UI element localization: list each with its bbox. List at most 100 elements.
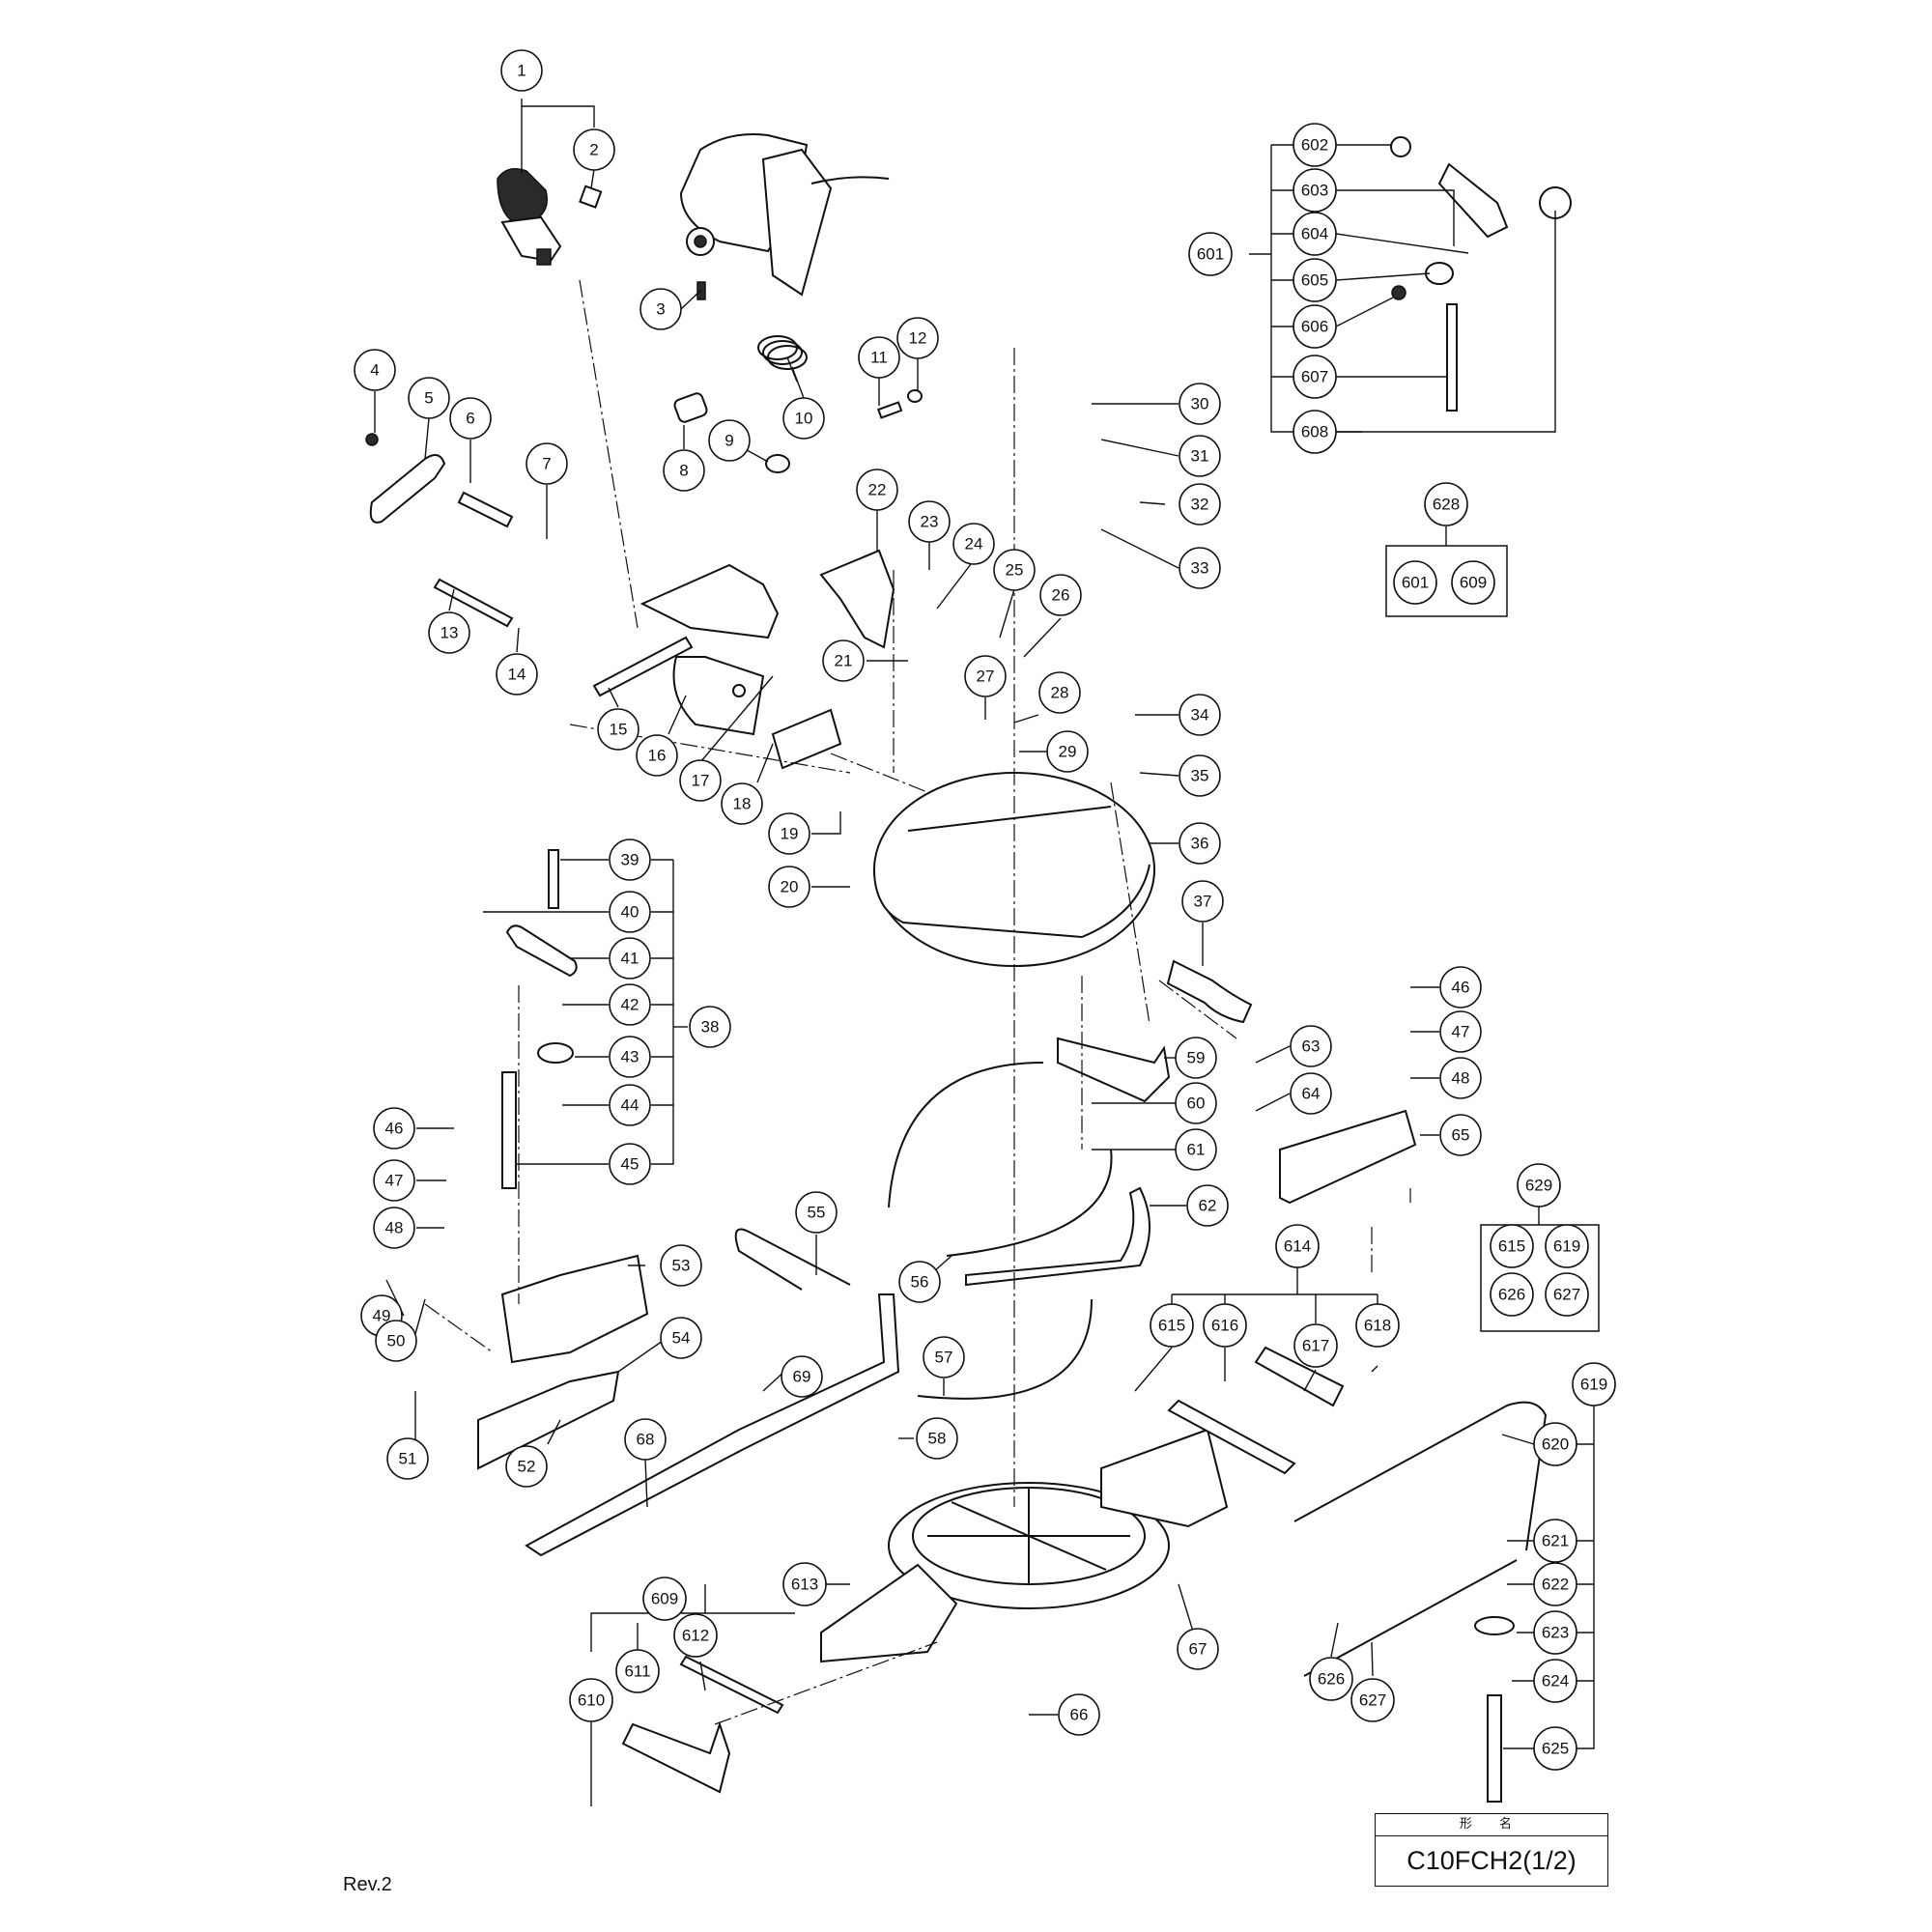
callout-number: 4 [370,361,379,380]
callout-30: 30 [1179,383,1221,425]
lever-603-part [1437,162,1509,239]
callout-68: 68 [624,1418,667,1461]
callout-number: 12 [909,329,927,348]
callout-number: 46 [1452,979,1470,997]
callout-number: 63 [1302,1037,1321,1056]
model-number: C10FCH2(1/2) [1406,1846,1577,1875]
callout-608: 608 [1293,410,1337,454]
callout-number: 1 [517,62,526,80]
callout-48-right: 48 [1439,1057,1482,1099]
callout-10: 10 [782,397,825,440]
callout-number: 615 [1498,1237,1525,1256]
callout-number: 52 [518,1458,536,1476]
callout-number: 33 [1191,559,1209,578]
callout-number: 618 [1364,1317,1391,1335]
callout-number: 14 [508,666,526,684]
callout-29: 29 [1046,730,1089,773]
set-629-item-626: 626 [1490,1272,1534,1317]
callout-number: 606 [1301,318,1328,336]
washer-43-part [537,1042,574,1064]
callout-64: 64 [1290,1072,1332,1115]
callout-number: 46 [385,1120,404,1138]
callout-62: 62 [1186,1184,1229,1227]
callout-number: 38 [701,1018,720,1037]
knob-part [1166,959,1253,1024]
callout-615: 615 [1150,1303,1194,1348]
callout-number: 32 [1191,496,1209,514]
callout-number: 624 [1542,1672,1569,1690]
callout-number: 68 [637,1431,655,1449]
callout-number: 609 [651,1590,678,1608]
handle-housing-part [679,133,890,297]
callout-56: 56 [898,1261,941,1303]
callout-number: 34 [1191,706,1209,724]
callout-number: 51 [399,1450,417,1468]
callout-number: 609 [1460,574,1487,592]
callout-number: 10 [795,410,813,428]
callout-605: 605 [1293,258,1337,302]
callout-number: 39 [621,851,639,869]
callout-18: 18 [721,782,763,825]
rod-607-part [1446,303,1458,412]
bolt-4-part [365,433,379,446]
callout-5: 5 [408,377,450,419]
callout-613: 613 [782,1562,827,1606]
callout-number: 41 [621,950,639,968]
callout-number: 626 [1498,1286,1525,1304]
set-629-item-619: 619 [1545,1224,1589,1268]
callout-number: 25 [1006,561,1024,580]
callout-number: 24 [965,535,983,554]
callout-8: 8 [663,449,705,492]
callout-612: 612 [673,1613,718,1658]
callout-number: 54 [672,1329,691,1348]
set-629-item-615: 615 [1490,1224,1534,1268]
callout-621: 621 [1533,1519,1577,1563]
callout-24: 24 [952,523,995,565]
set-629-item-627: 627 [1545,1272,1589,1317]
callout-11: 11 [858,336,900,379]
callout-number: 614 [1284,1237,1311,1256]
callout-number: 61 [1187,1141,1206,1159]
callout-number: 29 [1059,743,1077,761]
arm-41-part [505,924,578,978]
callout-622: 622 [1533,1562,1577,1606]
stopper-611-part [621,1720,731,1794]
callout-610: 610 [569,1678,613,1722]
spring-56b-part [946,1149,1113,1257]
callout-44: 44 [609,1084,651,1126]
callout-26: 26 [1039,574,1082,616]
callout-13: 13 [428,611,470,654]
callout-46-right: 46 [1439,966,1482,1009]
callout-2: 2 [573,128,615,171]
callout-number: 30 [1191,395,1209,413]
screw-39-part [548,849,559,909]
callout-number: 60 [1187,1094,1206,1113]
callout-27: 27 [964,655,1007,697]
callout-number: 629 [1525,1177,1552,1195]
callout-number: 612 [682,1627,709,1645]
lever-part [369,454,446,524]
bolt-625-part [1487,1694,1502,1803]
callout-number: 56 [911,1273,929,1292]
lever-68-part [525,1293,900,1557]
callout-number: 55 [808,1204,826,1222]
callout-34: 34 [1179,694,1221,736]
callout-15: 15 [597,708,639,751]
handle-620-part [1293,1401,1548,1677]
callout-16: 16 [636,734,678,777]
plate-18-part [771,708,842,770]
callout-number: 13 [440,624,459,642]
callout-number: 9 [724,432,733,450]
callout-number: 26 [1052,586,1070,605]
callout-67: 67 [1177,1628,1219,1670]
callout-number: 48 [385,1219,404,1237]
callout-41: 41 [609,937,651,980]
callout-number: 49 [373,1307,391,1325]
callout-609: 609 [642,1577,687,1621]
callout-number: 35 [1191,767,1209,785]
callout-35: 35 [1179,754,1221,797]
callout-37: 37 [1181,880,1224,923]
handle-55-part [734,1228,851,1291]
callout-number: 611 [624,1662,650,1681]
